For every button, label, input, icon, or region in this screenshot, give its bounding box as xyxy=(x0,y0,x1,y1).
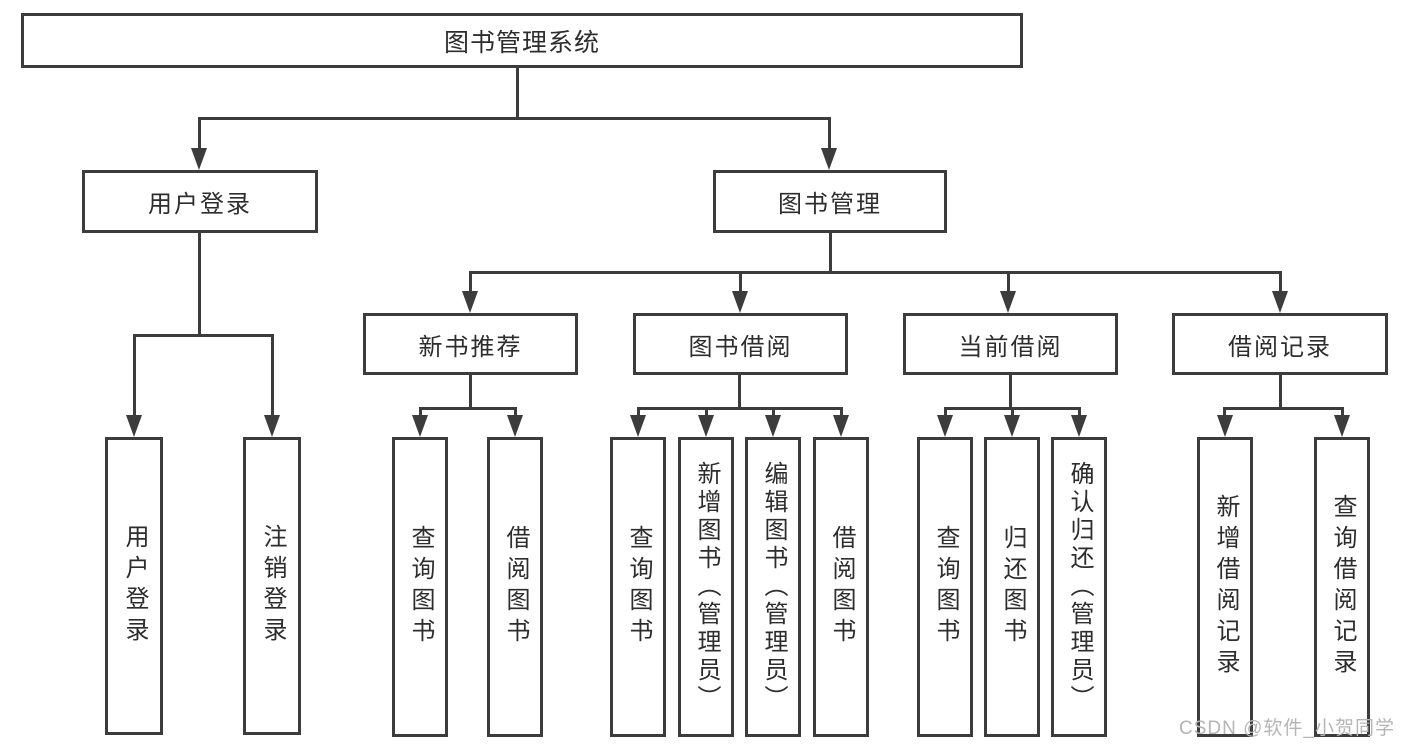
connector-recommend-stem xyxy=(469,375,472,408)
connector-leaf-drop xyxy=(1078,407,1081,417)
arrow-to-current-borrow xyxy=(1000,291,1016,313)
connector-bookmgmt-stem xyxy=(829,233,832,272)
connector-bookmgmt-hbar xyxy=(469,271,1281,274)
arrow-to-confirm-return xyxy=(1071,415,1087,437)
connector-recommend-drop xyxy=(469,271,472,293)
node-query-borrow-record: 查询借阅记录 xyxy=(1314,437,1370,737)
arrow-to-add-book xyxy=(698,415,714,437)
node-label: 借阅图书 xyxy=(828,525,855,649)
arrow-to-query-book-3 xyxy=(937,415,953,437)
node-add-book-admin: 新增图书（管理员） xyxy=(678,437,734,737)
arrow-to-return-book xyxy=(1004,415,1020,437)
node-add-borrow-record: 新增借阅记录 xyxy=(1197,437,1253,737)
node-borrow-book-2: 借阅图书 xyxy=(813,437,869,737)
node-label: 查询图书 xyxy=(407,525,434,649)
node-label: 借阅记录 xyxy=(1228,333,1332,361)
node-label: 新增图书（管理员） xyxy=(693,461,720,713)
node-borrow-records: 借阅记录 xyxy=(1172,313,1388,375)
connector-userlogin-hbar xyxy=(133,334,273,337)
node-login: 用户登录 xyxy=(105,437,163,735)
arrow-to-query-book-1 xyxy=(412,415,428,437)
csdn-watermark: CSDN @软件_小贺同学 xyxy=(1179,718,1395,739)
node-label: 图书管理系统 xyxy=(443,28,600,57)
node-label: 新增借阅记录 xyxy=(1212,494,1239,680)
connector-login-drop xyxy=(133,334,136,416)
node-query-book-1: 查询图书 xyxy=(392,437,448,737)
arrow-to-add-borrow-record xyxy=(1217,415,1233,437)
arrow-to-login xyxy=(126,415,142,437)
connector-root-hbar xyxy=(198,117,830,120)
node-label: 归还图书 xyxy=(999,525,1026,649)
node-label: 当前借阅 xyxy=(958,333,1063,361)
node-logout: 注销登录 xyxy=(243,437,301,735)
node-user-login: 用户登录 xyxy=(82,170,318,233)
arrow-to-book-management xyxy=(821,148,837,170)
arrow-to-user-login xyxy=(191,148,207,170)
connector-leaf-drop xyxy=(1223,407,1226,417)
node-label: 查询图书 xyxy=(932,525,959,649)
arrow-to-query-book-2 xyxy=(630,415,646,437)
connector-root-stem xyxy=(516,68,519,118)
arrow-to-book-borrow xyxy=(732,291,748,313)
node-query-book-2: 查询图书 xyxy=(610,437,666,737)
node-label: 查询借阅记录 xyxy=(1329,494,1356,680)
connector-logout-drop xyxy=(271,334,274,416)
connector-records-hbar xyxy=(1223,407,1343,410)
connector-leaf-drop xyxy=(419,407,422,417)
connector-borrow-hbar xyxy=(637,407,842,410)
arrow-to-edit-book xyxy=(765,415,781,437)
connector-records-drop xyxy=(1279,271,1282,293)
connector-borrow-stem xyxy=(738,375,741,408)
node-label: 确认归还（管理员） xyxy=(1066,461,1093,713)
node-return-book: 归还图书 xyxy=(984,437,1040,737)
node-new-book-recommend: 新书推荐 xyxy=(363,313,578,375)
arrow-to-new-book-recommend xyxy=(462,291,478,313)
connector-leaf-drop xyxy=(944,407,947,417)
connector-current-stem xyxy=(1009,375,1012,408)
connector-leaf-drop xyxy=(637,407,640,417)
connector-current-drop xyxy=(1007,271,1010,293)
connector-leaf-drop xyxy=(1011,407,1014,417)
node-label: 编辑图书（管理员） xyxy=(760,461,787,713)
arrow-to-borrow-book-1 xyxy=(507,415,523,437)
node-library-system-root: 图书管理系统 xyxy=(21,13,1023,68)
node-book-management: 图书管理 xyxy=(713,170,947,233)
node-current-borrow: 当前借阅 xyxy=(903,313,1118,375)
connector-bookmgmt-drop xyxy=(828,117,831,150)
arrow-to-logout xyxy=(264,415,280,437)
connector-borrow-drop xyxy=(739,271,742,293)
node-query-book-3: 查询图书 xyxy=(917,437,973,737)
arrow-to-borrow-records xyxy=(1272,291,1288,313)
node-label: 注销登录 xyxy=(259,524,286,648)
node-label: 图书借阅 xyxy=(688,333,793,361)
node-label: 图书管理 xyxy=(778,191,882,218)
node-book-borrow: 图书借阅 xyxy=(633,313,848,375)
connector-records-stem xyxy=(1279,375,1282,408)
connector-leaf-drop xyxy=(514,407,517,417)
connector-leaf-drop xyxy=(840,407,843,417)
node-label: 查询图书 xyxy=(625,525,652,649)
node-borrow-book-1: 借阅图书 xyxy=(487,437,543,737)
connector-recommend-hbar xyxy=(419,407,516,410)
arrow-to-borrow-book-2 xyxy=(833,415,849,437)
node-edit-book-admin: 编辑图书（管理员） xyxy=(745,437,801,737)
connector-leaf-drop xyxy=(705,407,708,417)
node-label: 用户登录 xyxy=(121,524,148,648)
node-label: 借阅图书 xyxy=(502,525,529,649)
arrow-to-query-borrow-record xyxy=(1334,415,1350,437)
node-label: 新书推荐 xyxy=(418,333,523,361)
node-confirm-return-admin: 确认归还（管理员） xyxy=(1051,437,1107,737)
node-label: 用户登录 xyxy=(148,191,252,218)
connector-leaf-drop xyxy=(772,407,775,417)
connector-userlogin-stem xyxy=(198,233,201,335)
connector-userlogin-drop xyxy=(198,117,201,150)
connector-leaf-drop xyxy=(1341,407,1344,417)
